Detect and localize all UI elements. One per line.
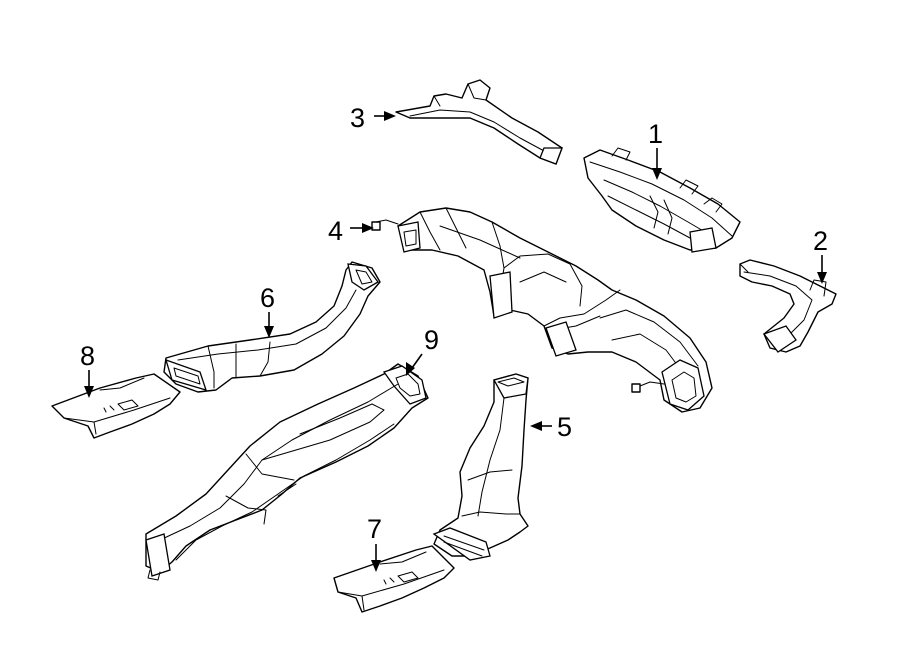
callout-number-9: 9	[424, 325, 439, 355]
part-7-duct-adapter	[333, 545, 455, 613]
part-2-side-defroster-duct	[739, 259, 837, 353]
part-3-side-defroster-duct	[395, 79, 563, 165]
callout-number-2: 2	[813, 226, 828, 256]
callout-number-3: 3	[350, 103, 365, 133]
callout-number-4: 4	[328, 216, 343, 246]
part-8-duct-adapter	[51, 373, 181, 439]
callout-leaders	[84, 111, 827, 572]
part-9-rear-floor-duct	[145, 363, 429, 581]
callout-number-6: 6	[260, 283, 275, 313]
part-4-panel-air-duct	[371, 207, 713, 413]
part-1-defroster-duct	[583, 147, 741, 253]
callout-number-7: 7	[367, 514, 382, 544]
callout-number-5: 5	[557, 412, 572, 442]
callout-number-1: 1	[648, 119, 663, 149]
part-5-floor-duct	[432, 373, 529, 561]
part-6-floor-duct	[163, 261, 381, 393]
callout-number-8: 8	[80, 341, 95, 371]
